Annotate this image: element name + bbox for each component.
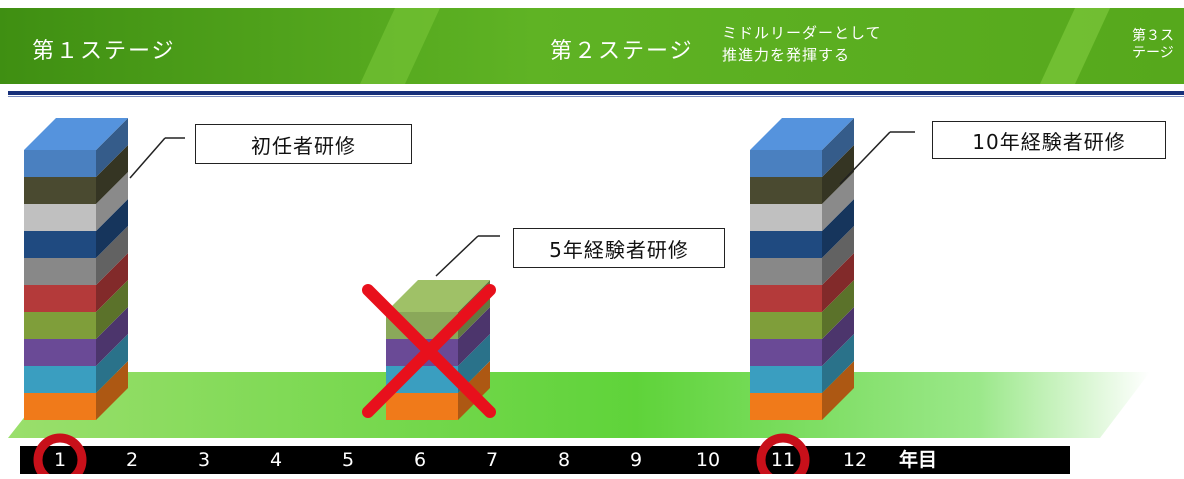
year-axis xyxy=(20,446,1070,474)
block-side xyxy=(822,253,854,312)
block-side xyxy=(822,280,854,339)
year-tick-10: 10 xyxy=(695,449,721,471)
training-label-10year: 10年経験者研修 xyxy=(932,121,1166,159)
block-front xyxy=(750,231,822,258)
block-front xyxy=(24,285,96,312)
block-front xyxy=(750,150,822,177)
block-front xyxy=(750,339,822,366)
block-front xyxy=(750,204,822,231)
training-stack-year6 xyxy=(386,280,490,420)
stage3-label-line1: 第３ス xyxy=(1132,28,1174,44)
block-side xyxy=(96,253,128,312)
divider-rule-thin xyxy=(8,96,1184,97)
block-side xyxy=(458,334,490,393)
block-top xyxy=(750,118,854,150)
block-top xyxy=(386,280,490,312)
block-front xyxy=(24,339,96,366)
block-side xyxy=(96,199,128,258)
block-front xyxy=(24,177,96,204)
block-side xyxy=(822,307,854,366)
block-side xyxy=(96,280,128,339)
year-tick-4: 4 xyxy=(269,449,283,471)
block-side xyxy=(96,226,128,285)
block-top xyxy=(24,118,128,150)
stage2-label: 第２ステージ xyxy=(550,39,694,64)
block-side xyxy=(96,118,128,177)
block-front xyxy=(750,312,822,339)
block-side xyxy=(822,334,854,393)
stage2-description-line1: ミドルリーダーとして xyxy=(722,24,882,42)
block-side xyxy=(96,172,128,231)
training-stack-year11 xyxy=(750,118,854,420)
year-tick-11: 11 xyxy=(770,449,796,471)
block-front xyxy=(750,258,822,285)
leader-line-3 xyxy=(839,131,891,185)
block-side xyxy=(96,334,128,393)
year-tick-12: 12 xyxy=(842,449,868,471)
stage1-label: 第１ステージ xyxy=(32,39,176,64)
stage-banner: 第１ステージ 第２ステージ ミドルリーダーとして 推進力を発揮する 第３ス テー… xyxy=(0,0,1184,84)
year-tick-5: 5 xyxy=(341,449,355,471)
leader-line-1 xyxy=(129,137,166,179)
block-side xyxy=(822,172,854,231)
block-front xyxy=(24,231,96,258)
cancel-cross-icon xyxy=(362,284,496,418)
banner-background xyxy=(0,8,1184,84)
block-front xyxy=(24,366,96,393)
block-front xyxy=(386,393,458,420)
leader-line-2 xyxy=(435,235,479,277)
block-front xyxy=(750,366,822,393)
year-tick-1: 1 xyxy=(53,449,67,471)
block-front xyxy=(24,393,96,420)
block-side xyxy=(822,361,854,420)
year-tick-9: 9 xyxy=(629,449,643,471)
block-side xyxy=(822,199,854,258)
block-side xyxy=(96,361,128,420)
timeline-platform xyxy=(8,372,1150,438)
block-side xyxy=(96,307,128,366)
block-front xyxy=(24,258,96,285)
training-label-initial: 初任者研修 xyxy=(195,124,412,164)
block-side xyxy=(822,226,854,285)
year-tick-2: 2 xyxy=(125,449,139,471)
block-side xyxy=(458,307,490,366)
block-side xyxy=(822,145,854,204)
block-front xyxy=(750,393,822,420)
block-front xyxy=(750,177,822,204)
year-tick-7: 7 xyxy=(485,449,499,471)
training-label-5year: 5年経験者研修 xyxy=(513,228,725,268)
divider-rule xyxy=(8,91,1184,95)
year-unit-label: 年目 xyxy=(898,449,937,471)
block-side xyxy=(822,118,854,177)
year-tick-8: 8 xyxy=(557,449,571,471)
block-front xyxy=(24,150,96,177)
block-front xyxy=(24,312,96,339)
year-tick-6: 6 xyxy=(413,449,427,471)
year-tick-3: 3 xyxy=(197,449,211,471)
block-front xyxy=(750,285,822,312)
block-side xyxy=(96,145,128,204)
training-stack-year1 xyxy=(24,118,128,420)
stage2-description-line2: 推進力を発揮する xyxy=(722,46,851,64)
block-front xyxy=(24,204,96,231)
stage3-label-line2: テージ xyxy=(1132,45,1174,61)
